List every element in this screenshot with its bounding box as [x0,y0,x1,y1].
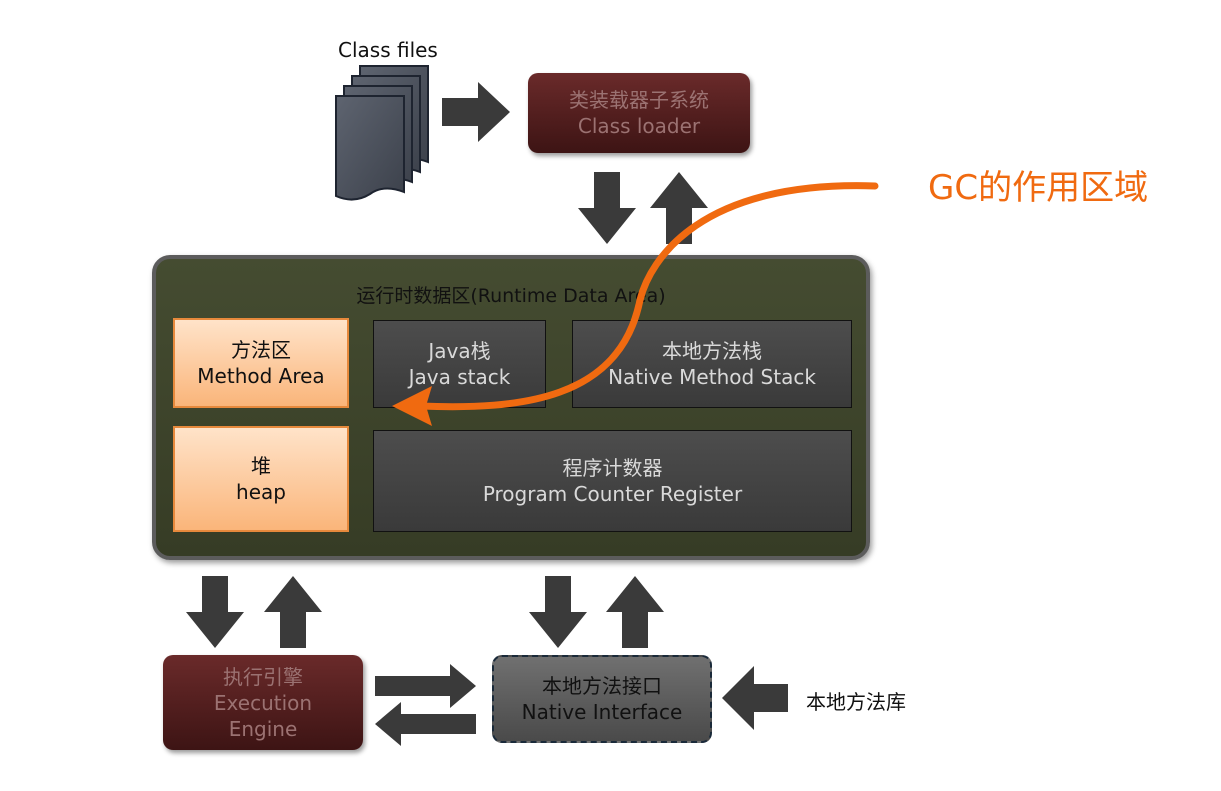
arrow-up-icon [606,576,664,648]
execution-engine-cn: 执行引擎 [223,664,303,689]
runtime-title: 运行时数据区(Runtime Data Area) [356,285,666,307]
gc-curved-arrow [416,182,879,411]
heap-en: heap [236,480,286,504]
method-area-en: Method Area [197,364,325,388]
pc-register-cn: 程序计数器 [562,456,663,480]
arrow-up-icon [264,576,322,648]
program-counter-register-box: 程序计数器 Program Counter Register [373,430,852,532]
native-interface-en: Native Interface [521,700,683,724]
java-stack-box: Java栈 Java stack [373,320,546,408]
native-library-label: 本地方法库 [806,690,906,714]
arrow-left-icon [722,666,788,730]
method-area-box: 方法区 Method Area [173,318,349,408]
heap-box: 堆 heap [173,426,349,532]
java-stack-cn: Java栈 [428,339,491,363]
arrow-down-icon [578,172,636,244]
method-area-cn: 方法区 [231,338,291,362]
class-loader-title-en: Class loader [577,114,701,138]
native-interface-box: 本地方法接口 Native Interface [492,655,712,743]
class-files-label: Class files [338,38,438,62]
native-method-stack-box: 本地方法栈 Native Method Stack [572,320,852,408]
execution-engine-box: 执行引擎 Execution Engine [163,655,363,750]
arrow-down-icon [186,576,244,648]
execution-engine-en-line2: Engine [228,716,298,741]
class-loader-box: 类装载器子系统 Class loader [528,73,750,153]
class-files-icon [335,65,429,201]
arrow-right-icon [375,664,476,708]
native-interface-cn: 本地方法接口 [542,674,662,698]
class-loader-title-cn: 类装载器子系统 [569,88,709,112]
gc-region-label: GC的作用区域 [928,168,1149,208]
heap-cn: 堆 [251,454,271,478]
native-stack-cn: 本地方法栈 [662,339,762,363]
java-stack-en: Java stack [408,365,511,389]
arrow-right-icon [442,82,510,142]
execution-engine-en-line1: Execution [213,690,313,715]
native-stack-en: Native Method Stack [608,365,816,389]
arrow-up-icon [650,172,708,244]
pc-register-en: Program Counter Register [482,482,743,506]
gc-arrowhead-icon [392,386,432,426]
arrow-left-icon [375,702,476,746]
arrow-down-icon [529,576,587,648]
